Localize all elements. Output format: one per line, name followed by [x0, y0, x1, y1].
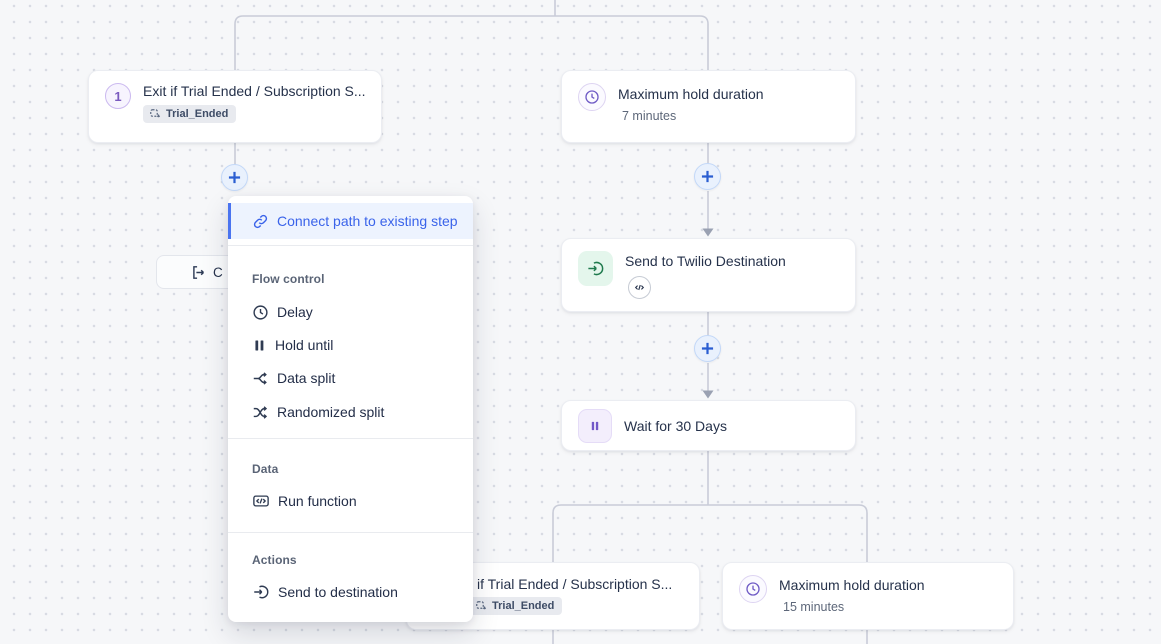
arrow-down: [702, 390, 714, 399]
node-title: Send to Twilio Destination: [625, 253, 786, 269]
menu-section-header: Data: [252, 462, 279, 476]
plus-icon: [228, 171, 241, 184]
node-wait-30-days[interactable]: Wait for 30 Days: [561, 400, 856, 451]
node-max-hold-top[interactable]: Maximum hold duration 7 minutes: [561, 70, 856, 143]
menu-item-label: Connect path to existing step: [277, 213, 458, 229]
menu-item-randomized-split[interactable]: Randomized split: [228, 396, 473, 428]
pause-icon: [591, 421, 599, 430]
menu-item-data-split[interactable]: Data split: [228, 362, 473, 394]
node-subtitle: 15 minutes: [783, 600, 845, 614]
node-send-twilio-destination[interactable]: Send to Twilio Destination: [561, 238, 856, 312]
code-icon: [634, 284, 645, 291]
menu-item-connect-path[interactable]: Connect path to existing step: [228, 203, 473, 239]
pause-icon: [255, 340, 264, 350]
code-icon: [253, 495, 269, 507]
exit-icon: [193, 265, 204, 279]
menu-item-label: Send to destination: [278, 584, 398, 600]
arrow-down: [702, 228, 714, 237]
node-title: Wait for 30 Days: [624, 417, 727, 434]
tag-label: Trial_Ended: [166, 108, 229, 120]
menu-item-label: Data split: [277, 370, 336, 386]
add-step-button[interactable]: [221, 164, 248, 191]
audience-tag: Trial_Ended: [469, 597, 563, 615]
node-title: Exit if Trial Ended / Subscription S...: [143, 83, 366, 99]
node-title: Maximum hold duration: [618, 86, 764, 102]
menu-item-label: Delay: [277, 304, 313, 320]
node-body: Exit if Trial Ended / Subscription S... …: [143, 83, 366, 125]
node-exit-trial-top[interactable]: 1 Exit if Trial Ended / Subscription S..…: [88, 70, 382, 143]
menu-item-label: Hold until: [275, 337, 334, 353]
menu-section-header: Actions: [252, 553, 297, 567]
node-title: if Trial Ended / Subscription S...: [477, 576, 673, 592]
menu-item-hold-until[interactable]: Hold until: [228, 329, 473, 361]
clock-icon: [746, 582, 760, 596]
node-title: Maximum hold duration: [779, 577, 925, 593]
node-body: Maximum hold duration 15 minutes: [779, 575, 925, 614]
clock-icon: [585, 90, 599, 104]
send-to-destination-icon: [588, 261, 604, 276]
data-split-icon: [253, 371, 267, 385]
partial-step-label: C: [213, 264, 223, 280]
clock-icon: [578, 83, 606, 111]
menu-divider: [228, 245, 473, 246]
step-number-badge: 1: [105, 83, 131, 109]
send-to-destination-icon: [578, 251, 613, 286]
audience-tag: Trial_Ended: [143, 105, 237, 123]
menu-item-delay[interactable]: Delay: [228, 296, 473, 328]
plus-icon: [701, 170, 714, 183]
add-step-button[interactable]: [694, 335, 721, 362]
node-body: Maximum hold duration 7 minutes: [618, 83, 764, 123]
node-body: Send to Twilio Destination: [625, 251, 786, 299]
tag-label: Trial_Ended: [492, 600, 555, 612]
pause-icon: [578, 408, 612, 443]
audience-icon: [150, 109, 161, 118]
shuffle-icon: [253, 405, 268, 419]
node-subtitle: 7 minutes: [622, 109, 677, 123]
menu-divider: [228, 532, 473, 533]
plus-icon: [701, 342, 714, 355]
menu-divider: [228, 438, 473, 439]
add-step-menu: Connect path to existing step Flow contr…: [228, 196, 473, 622]
link-icon: [253, 214, 268, 228]
menu-item-label: Run function: [278, 493, 357, 509]
menu-item-label: Randomized split: [277, 404, 385, 420]
destination-code-badge: [628, 276, 651, 299]
menu-section-header: Flow control: [252, 272, 325, 286]
send-to-destination-icon: [254, 585, 269, 599]
add-step-button[interactable]: [694, 163, 721, 190]
clock-icon: [253, 304, 268, 320]
menu-item-send-to-destination[interactable]: Send to destination: [228, 576, 473, 608]
clock-icon: [739, 575, 767, 603]
node-max-hold-bottom[interactable]: Maximum hold duration 15 minutes: [722, 562, 1014, 630]
audience-icon: [476, 601, 487, 610]
menu-item-run-function[interactable]: Run function: [228, 485, 473, 517]
